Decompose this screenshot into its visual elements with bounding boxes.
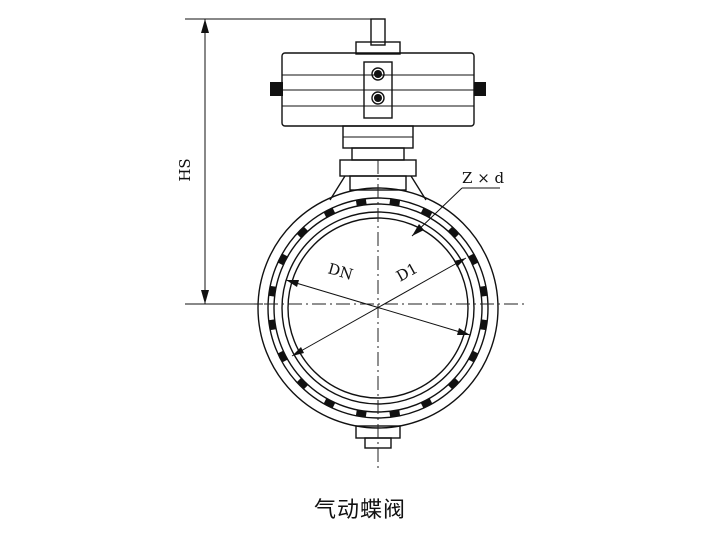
bolt-lug xyxy=(448,378,460,390)
bolt-lug xyxy=(323,207,336,218)
zxd-label: Z × d xyxy=(462,169,505,187)
bolt-lug xyxy=(479,319,488,331)
bolt-lug xyxy=(277,350,288,363)
bolt-lug xyxy=(355,409,367,418)
bolt-lug xyxy=(468,350,479,363)
bolt-lug xyxy=(468,253,479,266)
bolt-lug xyxy=(268,319,277,331)
bolt-lug xyxy=(277,253,288,266)
bolt-lug xyxy=(420,207,433,218)
pneumatic-actuator xyxy=(270,18,486,127)
bolt-lug xyxy=(296,378,308,390)
center-lines xyxy=(240,160,525,470)
d1-label: D1 xyxy=(393,259,421,285)
bolt-lug xyxy=(420,398,433,409)
dn-label: DN xyxy=(326,260,355,284)
bolt-lug xyxy=(296,226,308,238)
bolt-hole-leader: Z × d xyxy=(411,169,505,237)
bolt-lug xyxy=(323,398,336,409)
bolt-lug xyxy=(389,198,401,207)
bolt-lug xyxy=(448,226,460,238)
diagram-caption: 气动蝶阀 xyxy=(313,498,406,523)
bolt-lug xyxy=(268,285,277,297)
bolt-lug xyxy=(389,409,401,418)
hs-dimension: HS xyxy=(176,18,378,305)
bolt-lug xyxy=(479,285,488,297)
bolt-lug xyxy=(355,198,367,207)
bolt-lugs xyxy=(268,198,488,418)
hs-label: HS xyxy=(176,158,194,181)
